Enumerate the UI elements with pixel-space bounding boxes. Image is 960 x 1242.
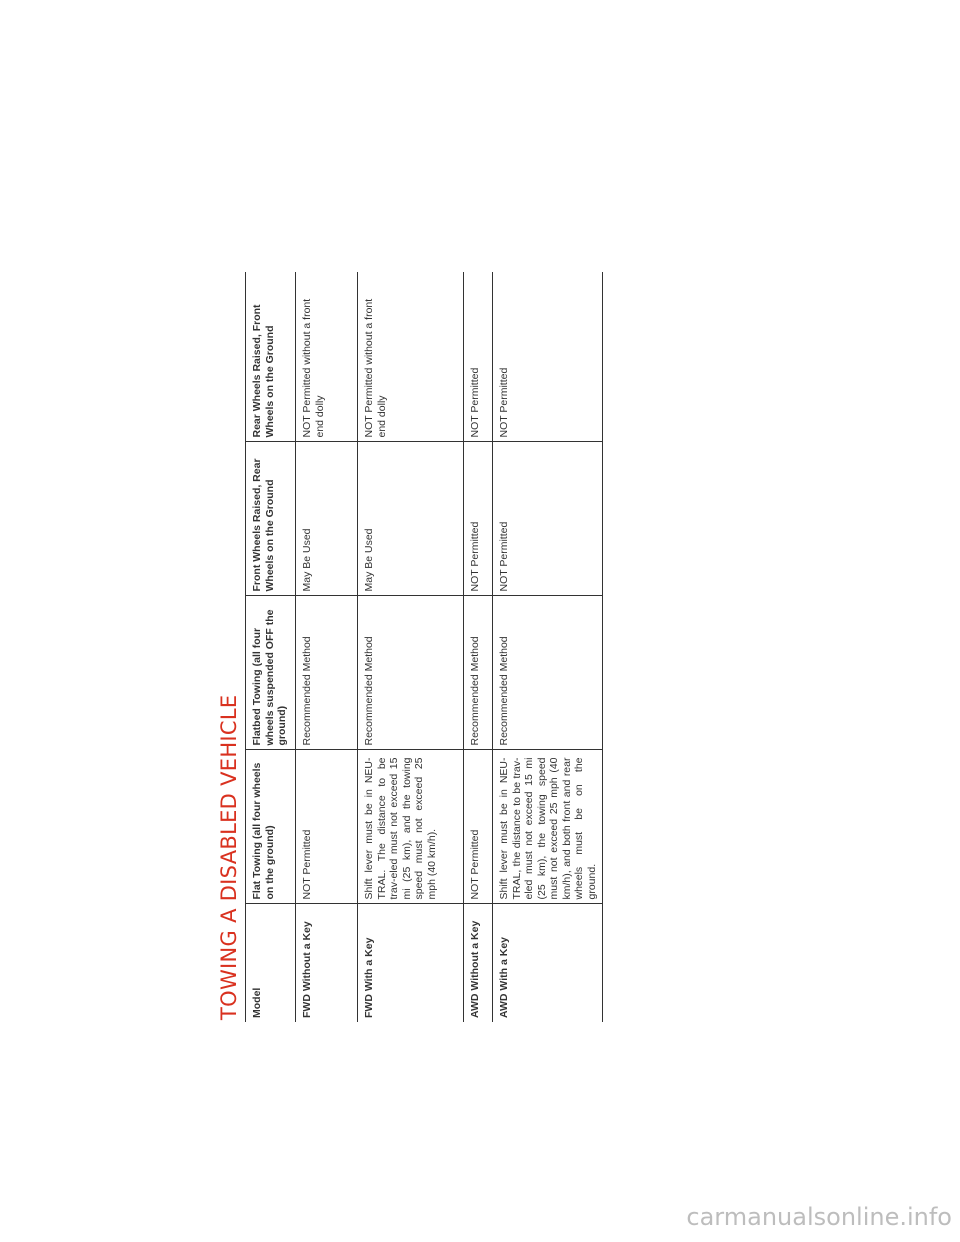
cell-rear-wheels-raised: NOT Permitted without a front end dolly — [295, 272, 358, 442]
table-header-row: Model Flat Towing (all four wheels on th… — [245, 272, 296, 1022]
cell-flatbed-towing: Recommended Method — [295, 596, 358, 750]
cell-front-wheels-raised: May Be Used — [357, 442, 464, 596]
header-flat-towing: Flat Towing (all four wheels on the grou… — [245, 750, 296, 904]
header-rear-wheels-raised: Rear Wheels Raised, Front Wheels on the … — [245, 272, 296, 442]
cell-flat-towing: Shift lever must be in NEU-TRAL, the dis… — [492, 750, 603, 904]
towing-table: Model Flat Towing (all four wheels on th… — [245, 272, 603, 1022]
cell-flat-towing: Shift lever must be in NEU-TRAL. The dis… — [357, 750, 464, 904]
table-row: AWD Without a Key NOT Permitted Recommen… — [463, 272, 493, 1022]
watermark: carmanualsonline.info — [686, 1203, 952, 1231]
header-model: Model — [245, 904, 296, 1022]
header-flatbed-towing: Flatbed Towing (all four wheels suspende… — [245, 596, 296, 750]
table-row: AWD With a Key Shift lever must be in NE… — [492, 272, 603, 1022]
row-model: AWD With a Key — [492, 904, 603, 1022]
table-row: FWD With a Key Shift lever must be in NE… — [357, 272, 464, 1022]
cell-flatbed-towing: Recommended Method — [463, 596, 493, 750]
cell-flat-towing: NOT Permitted — [463, 750, 493, 904]
cell-front-wheels-raised: May Be Used — [295, 442, 358, 596]
cell-front-wheels-raised: NOT Permitted — [463, 442, 493, 596]
rotated-page-content: TOWING A DISABLED VEHICLE Model Flat Tow… — [217, 272, 603, 1022]
page-title: TOWING A DISABLED VEHICLE — [217, 694, 241, 1020]
row-model: FWD With a Key — [357, 904, 464, 1022]
row-model: AWD Without a Key — [463, 904, 493, 1022]
cell-rear-wheels-raised: NOT Permitted without a front end dolly — [357, 272, 464, 442]
cell-flat-towing: NOT Permitted — [295, 750, 358, 904]
cell-rear-wheels-raised: NOT Permitted — [492, 272, 603, 442]
header-front-wheels-raised: Front Wheels Raised, Rear Wheels on the … — [245, 442, 296, 596]
cell-rear-wheels-raised: NOT Permitted — [463, 272, 493, 442]
row-model: FWD Without a Key — [295, 904, 358, 1022]
cell-front-wheels-raised: NOT Permitted — [492, 442, 603, 596]
cell-flatbed-towing: Recommended Method — [492, 596, 603, 750]
cell-flatbed-towing: Recommended Method — [357, 596, 464, 750]
table-row: FWD Without a Key NOT Permitted Recommen… — [295, 272, 358, 1022]
